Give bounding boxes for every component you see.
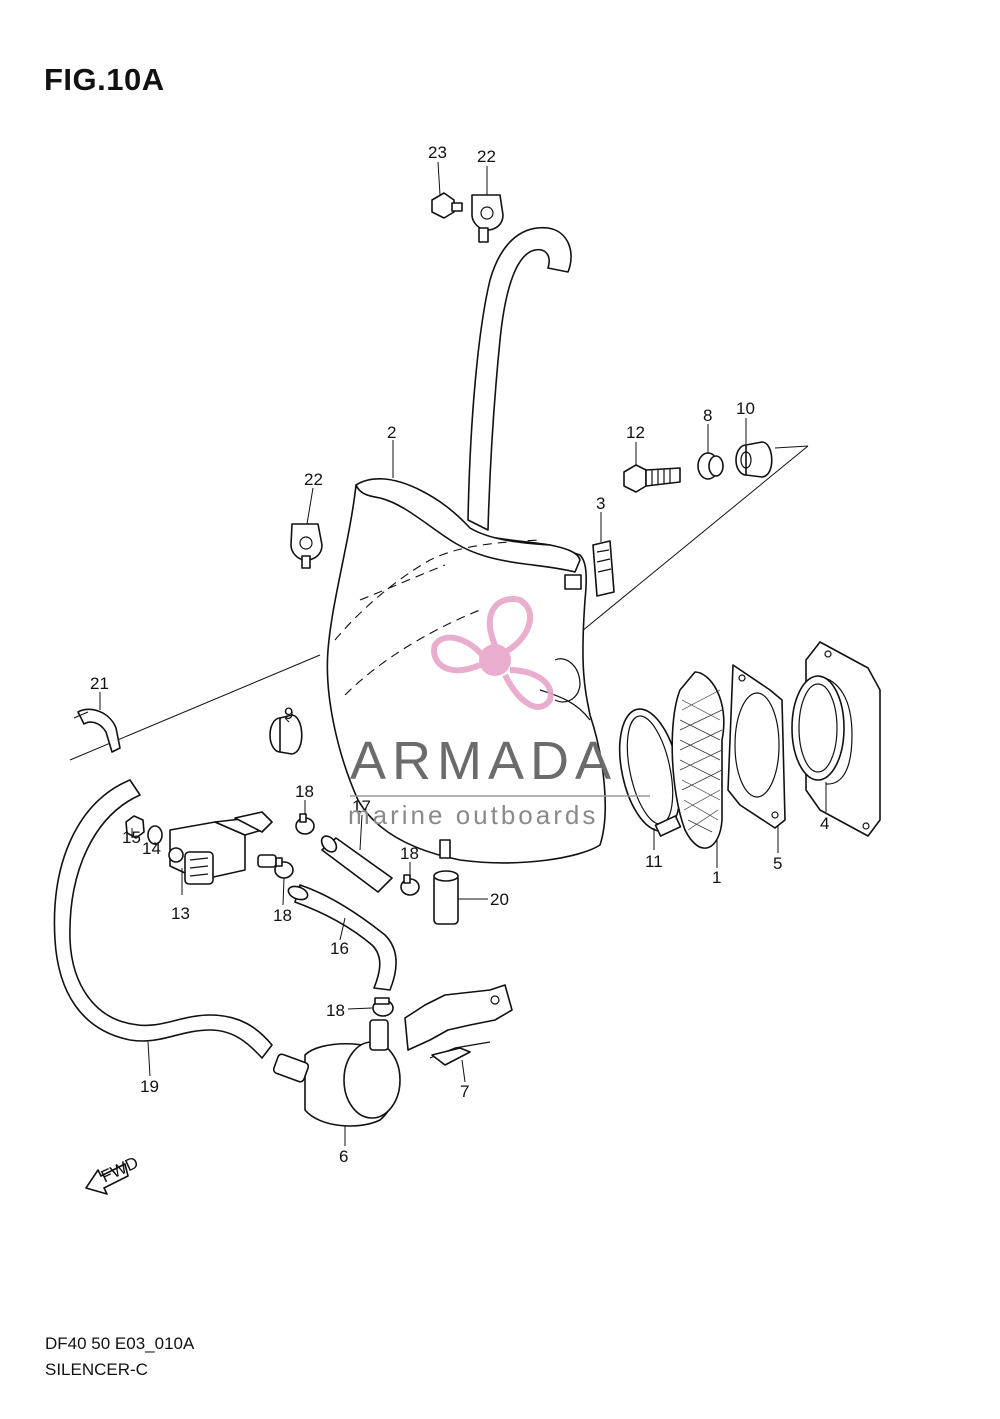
nut-15 [125, 815, 145, 839]
hose-16 [287, 884, 397, 991]
callout-3: 3 [596, 494, 605, 513]
callout-4: 4 [820, 814, 829, 833]
clamp-22-side [290, 523, 323, 569]
callout-8: 8 [703, 406, 712, 425]
fwd-label: FWD [98, 1153, 141, 1187]
callout-12: 12 [626, 423, 645, 442]
callout-7: 7 [460, 1082, 469, 1101]
callout-1: 1 [712, 868, 721, 887]
callout-10: 10 [736, 399, 755, 418]
callout-18-d: 18 [326, 1001, 345, 1020]
hose-17 [320, 835, 393, 893]
guide-line-top [774, 445, 809, 449]
clip-3 [592, 540, 615, 597]
canister-6 [272, 1019, 401, 1127]
mesh-screen-1 [671, 671, 725, 849]
callout-22-top: 22 [477, 147, 496, 166]
callout-13: 13 [171, 904, 190, 923]
callout-9: 9 [284, 704, 293, 723]
grommet-9 [269, 714, 303, 755]
hose-clip-18-b [274, 857, 294, 879]
watermark-tagline: marine outboards [348, 800, 599, 830]
hose-clip-18-d [372, 997, 394, 1017]
gasket-5 [727, 664, 786, 829]
callout-16: 16 [330, 939, 349, 958]
callout-6: 6 [339, 1147, 348, 1166]
hose-19 [53, 779, 273, 1059]
diagram-code: DF40 50 E03_010A [45, 1334, 195, 1353]
callout-22-side: 22 [304, 470, 323, 489]
bracket-7 [404, 984, 513, 1066]
forward-direction-arrow [85, 1163, 129, 1195]
grommet-10 [735, 441, 773, 478]
callout-11: 11 [645, 852, 663, 871]
clip-21 [73, 708, 121, 753]
leader-lines [99, 161, 827, 1146]
callout-20: 20 [490, 890, 509, 909]
callout-21: 21 [90, 674, 109, 693]
callout-23: 23 [428, 143, 447, 162]
diagram-name: SILENCER-C [45, 1360, 148, 1379]
watermark-logo [431, 596, 554, 710]
clamp-22-top [471, 194, 504, 243]
silencer-case [326, 226, 606, 864]
callout-17: 17 [352, 797, 371, 816]
vent-valve-13 [168, 811, 277, 885]
callout-14: 14 [142, 839, 161, 858]
callout-18-c: 18 [400, 844, 419, 863]
bolt-23 [431, 192, 463, 219]
callout-5: 5 [773, 854, 782, 873]
washer-8 [697, 452, 724, 480]
callout-18-b: 18 [273, 906, 292, 925]
figure-title: FIG.10A [44, 62, 165, 97]
callout-15: 15 [122, 828, 141, 847]
case-clip-tab [564, 574, 582, 590]
intake-adapter-4 [791, 641, 881, 837]
callout-19: 19 [140, 1077, 159, 1096]
watermark-brand: ARMADA [350, 731, 618, 791]
callout-2: 2 [387, 423, 396, 442]
hose-clip-18-c [400, 874, 420, 896]
callout-18-a: 18 [295, 782, 314, 801]
hose-clip-18-a [295, 813, 315, 835]
bolt-12 [623, 464, 681, 493]
